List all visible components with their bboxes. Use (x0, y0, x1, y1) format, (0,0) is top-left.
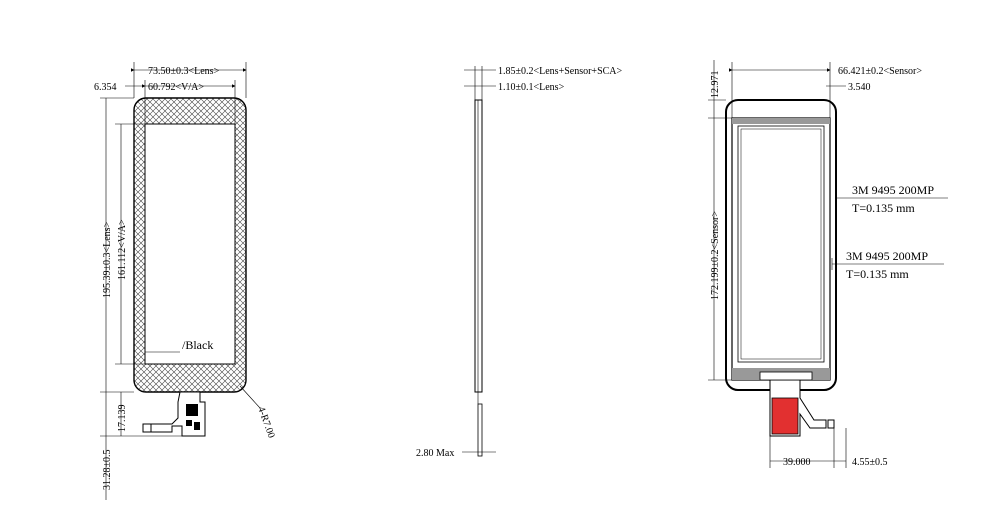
red-stiffener (771, 397, 799, 435)
tape1-thickness: T=0.135 mm (852, 201, 915, 215)
sensor-height-dim: 172.199±0.2<Sensor> (710, 211, 721, 300)
left-offset-dim: 6.354 (94, 82, 117, 93)
lens-width-dim: 73.50±0.3<Lens> (148, 66, 220, 77)
fpc-front (142, 391, 206, 437)
side-offset-dim: 3.540 (848, 82, 871, 93)
va-height-dim: 161.112<V/A> (117, 219, 128, 280)
tape2-thickness: T=0.135 mm (846, 267, 909, 281)
back-view: 66.421±0.2<Sensor> 3.540 12.971 172.199±… (708, 60, 948, 468)
fpc-max-dim: 2.80 Max (416, 448, 454, 459)
viewing-area (144, 123, 236, 365)
va-width-dim: 60.792<V/A> (148, 82, 204, 93)
fpc-width-dim: 4.55±0.5 (852, 457, 888, 468)
fpc-height-dim: 17.139 (117, 405, 128, 433)
fpc-side (477, 403, 483, 457)
side-view: 1.85±0.2<Lens+Sensor+SCA> 1.10±0.1<Lens>… (416, 66, 623, 459)
total-thickness-dim: 1.85±0.2<Lens+Sensor+SCA> (498, 66, 623, 77)
tape2-spec: 3M 9495 200MP (846, 249, 928, 263)
fpc-offset-dim: 39.000 (783, 457, 811, 468)
black-ink-label: /Black (182, 338, 213, 352)
lens-thickness-dim: 1.10±0.1<Lens> (498, 82, 565, 93)
side-profile (474, 99, 483, 393)
top-offset-dim: 12.971 (710, 71, 721, 99)
front-view: 73.50±0.3<Lens> 60.792<V/A> 6.354 195.39… (94, 62, 277, 500)
fpc-back (759, 371, 835, 437)
corner-radius-dim: 4-R7.00 (255, 405, 276, 439)
tape1-spec: 3M 9495 200MP (852, 183, 934, 197)
total-height-dim: 31.28±0.5 (102, 450, 113, 491)
lens-height-dim: 195.39±0.3<Lens> (102, 221, 113, 298)
sensor-width-dim: 66.421±0.2<Sensor> (838, 66, 922, 77)
